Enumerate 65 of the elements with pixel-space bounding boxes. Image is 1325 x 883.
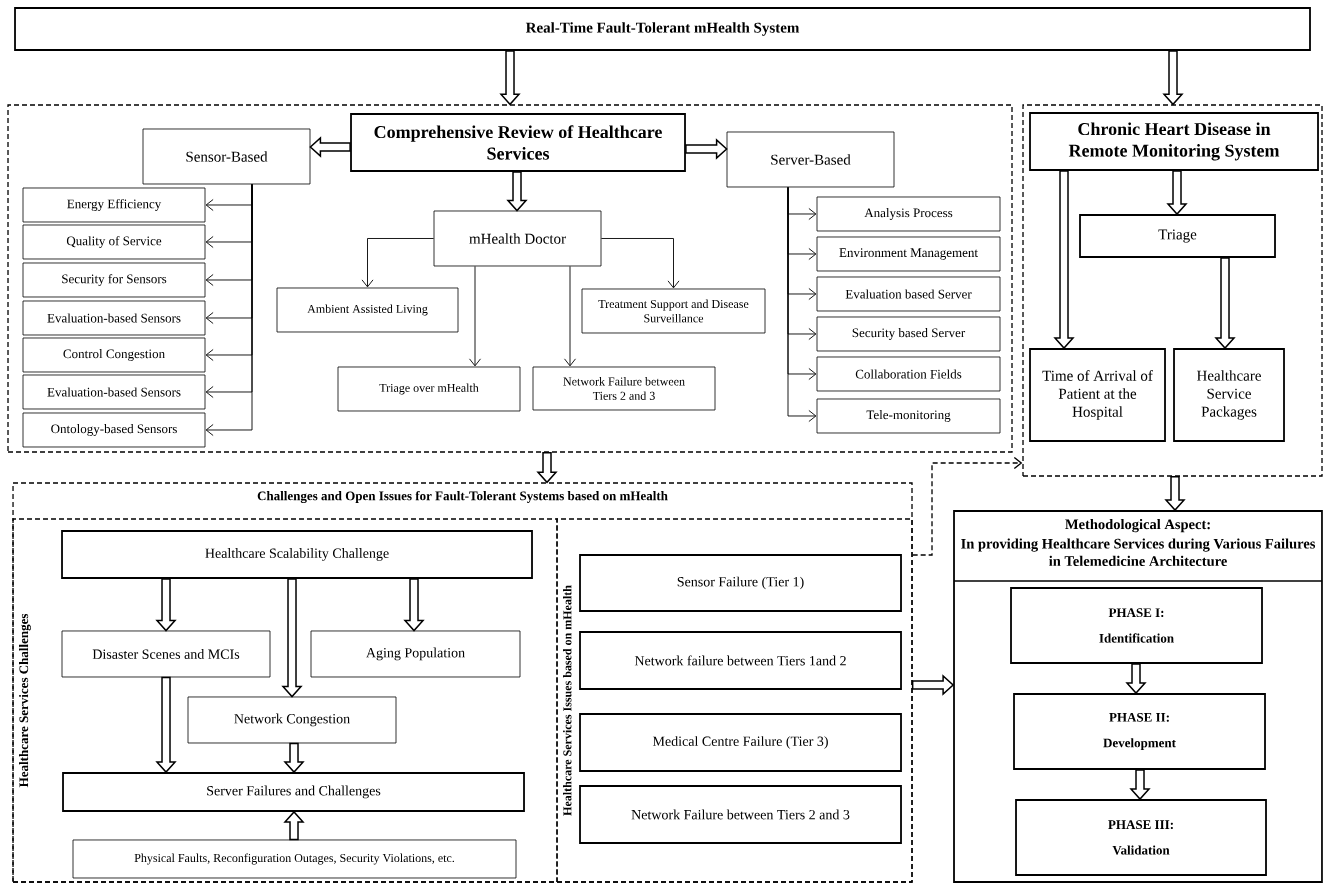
phase-box: PHASE I: Identification <box>1010 587 1263 664</box>
process-box: Network failure between Tiers 1and 2 <box>579 631 902 690</box>
category-box: Server-Based <box>726 131 895 188</box>
phase-box: PHASE II: Development <box>1013 693 1266 770</box>
block-arrow <box>1162 50 1184 106</box>
block-arrow <box>506 171 528 212</box>
item-box: Triage over mHealth <box>337 366 521 412</box>
process-box: Sensor Failure (Tier 1) <box>579 554 902 612</box>
block-arrow <box>155 676 177 774</box>
item-box: Evaluation-based Sensors <box>22 300 206 336</box>
block-arrow <box>1166 170 1188 216</box>
heading-box: Chronic Heart Disease in Remote Monitoring System <box>1029 112 1319 171</box>
item-box: Evaluation-based Sensors <box>22 374 206 410</box>
category-box: Sensor-Based <box>142 128 311 185</box>
block-arrow <box>1214 257 1236 350</box>
item-box: Collaboration Fields <box>816 356 1001 392</box>
arrow <box>469 265 481 367</box>
item-box: Energy Efficiency <box>22 187 206 223</box>
item-box: Control Congestion <box>22 337 206 373</box>
process-box: Physical Faults, Reconfiguration Outages, Security Violations, etc. <box>72 839 517 879</box>
item-box: Analysis Process <box>816 196 1001 232</box>
process-box: Healthcare Scalability Challenge <box>61 530 533 579</box>
block-arrow <box>685 138 728 160</box>
block-arrow <box>1164 475 1186 512</box>
block-arrow <box>283 742 305 774</box>
item-box: Network Failure between Tiers 2 and 3 <box>532 366 716 411</box>
block-arrow <box>283 810 305 841</box>
arrow <box>564 265 576 367</box>
arrow <box>361 238 435 288</box>
block-arrow <box>309 136 351 158</box>
block-arrow <box>1129 769 1151 801</box>
process-box: Triage <box>1079 214 1276 258</box>
item-box: Ontology-based Sensors <box>22 412 206 448</box>
process-box: Disaster Scenes and MCIs <box>61 630 271 678</box>
block-arrow <box>1053 170 1075 350</box>
arrow <box>600 238 680 289</box>
block-arrow <box>281 578 303 698</box>
process-box: Server Failures and Challenges <box>62 772 525 812</box>
process-box: Healthcare Service Packages <box>1173 348 1285 442</box>
item-box: Security for Sensors <box>22 262 206 298</box>
item-box: Ambient Assisted Living <box>276 287 459 333</box>
heading-box: Comprehensive Review of Healthcare Services <box>350 113 686 172</box>
item-box: Tele-monitoring <box>816 398 1001 434</box>
block-arrow <box>1125 663 1147 695</box>
category-box: mHealth Doctor <box>433 210 602 267</box>
title-box: Real-Time Fault-Tolerant mHealth System <box>14 7 1311 51</box>
item-box: Security based Server <box>816 316 1001 352</box>
item-box: Environment Management <box>816 236 1001 272</box>
process-box: Network Failure between Tiers 2 and 3 <box>579 785 902 844</box>
block-arrow <box>155 578 177 632</box>
process-box: Time of Arrival of Patient at the Hospital <box>1029 348 1166 442</box>
process-box: Medical Centre Failure (Tier 3) <box>579 713 902 772</box>
process-box: Network Congestion <box>187 696 397 744</box>
arrow <box>205 183 253 436</box>
dashed-arrow <box>912 456 1023 556</box>
item-box: Evaluation based Server <box>816 276 1001 312</box>
item-box: Quality of Service <box>22 224 206 260</box>
block-arrow <box>403 578 425 632</box>
block-arrow <box>536 451 558 484</box>
phase-box: PHASE III: Validation <box>1015 799 1267 876</box>
block-arrow <box>911 674 955 696</box>
process-box: Aging Population <box>310 630 521 678</box>
block-arrow <box>499 50 521 106</box>
arrow <box>787 186 817 422</box>
item-box: Treatment Support and Disease Surveillance <box>581 288 766 334</box>
